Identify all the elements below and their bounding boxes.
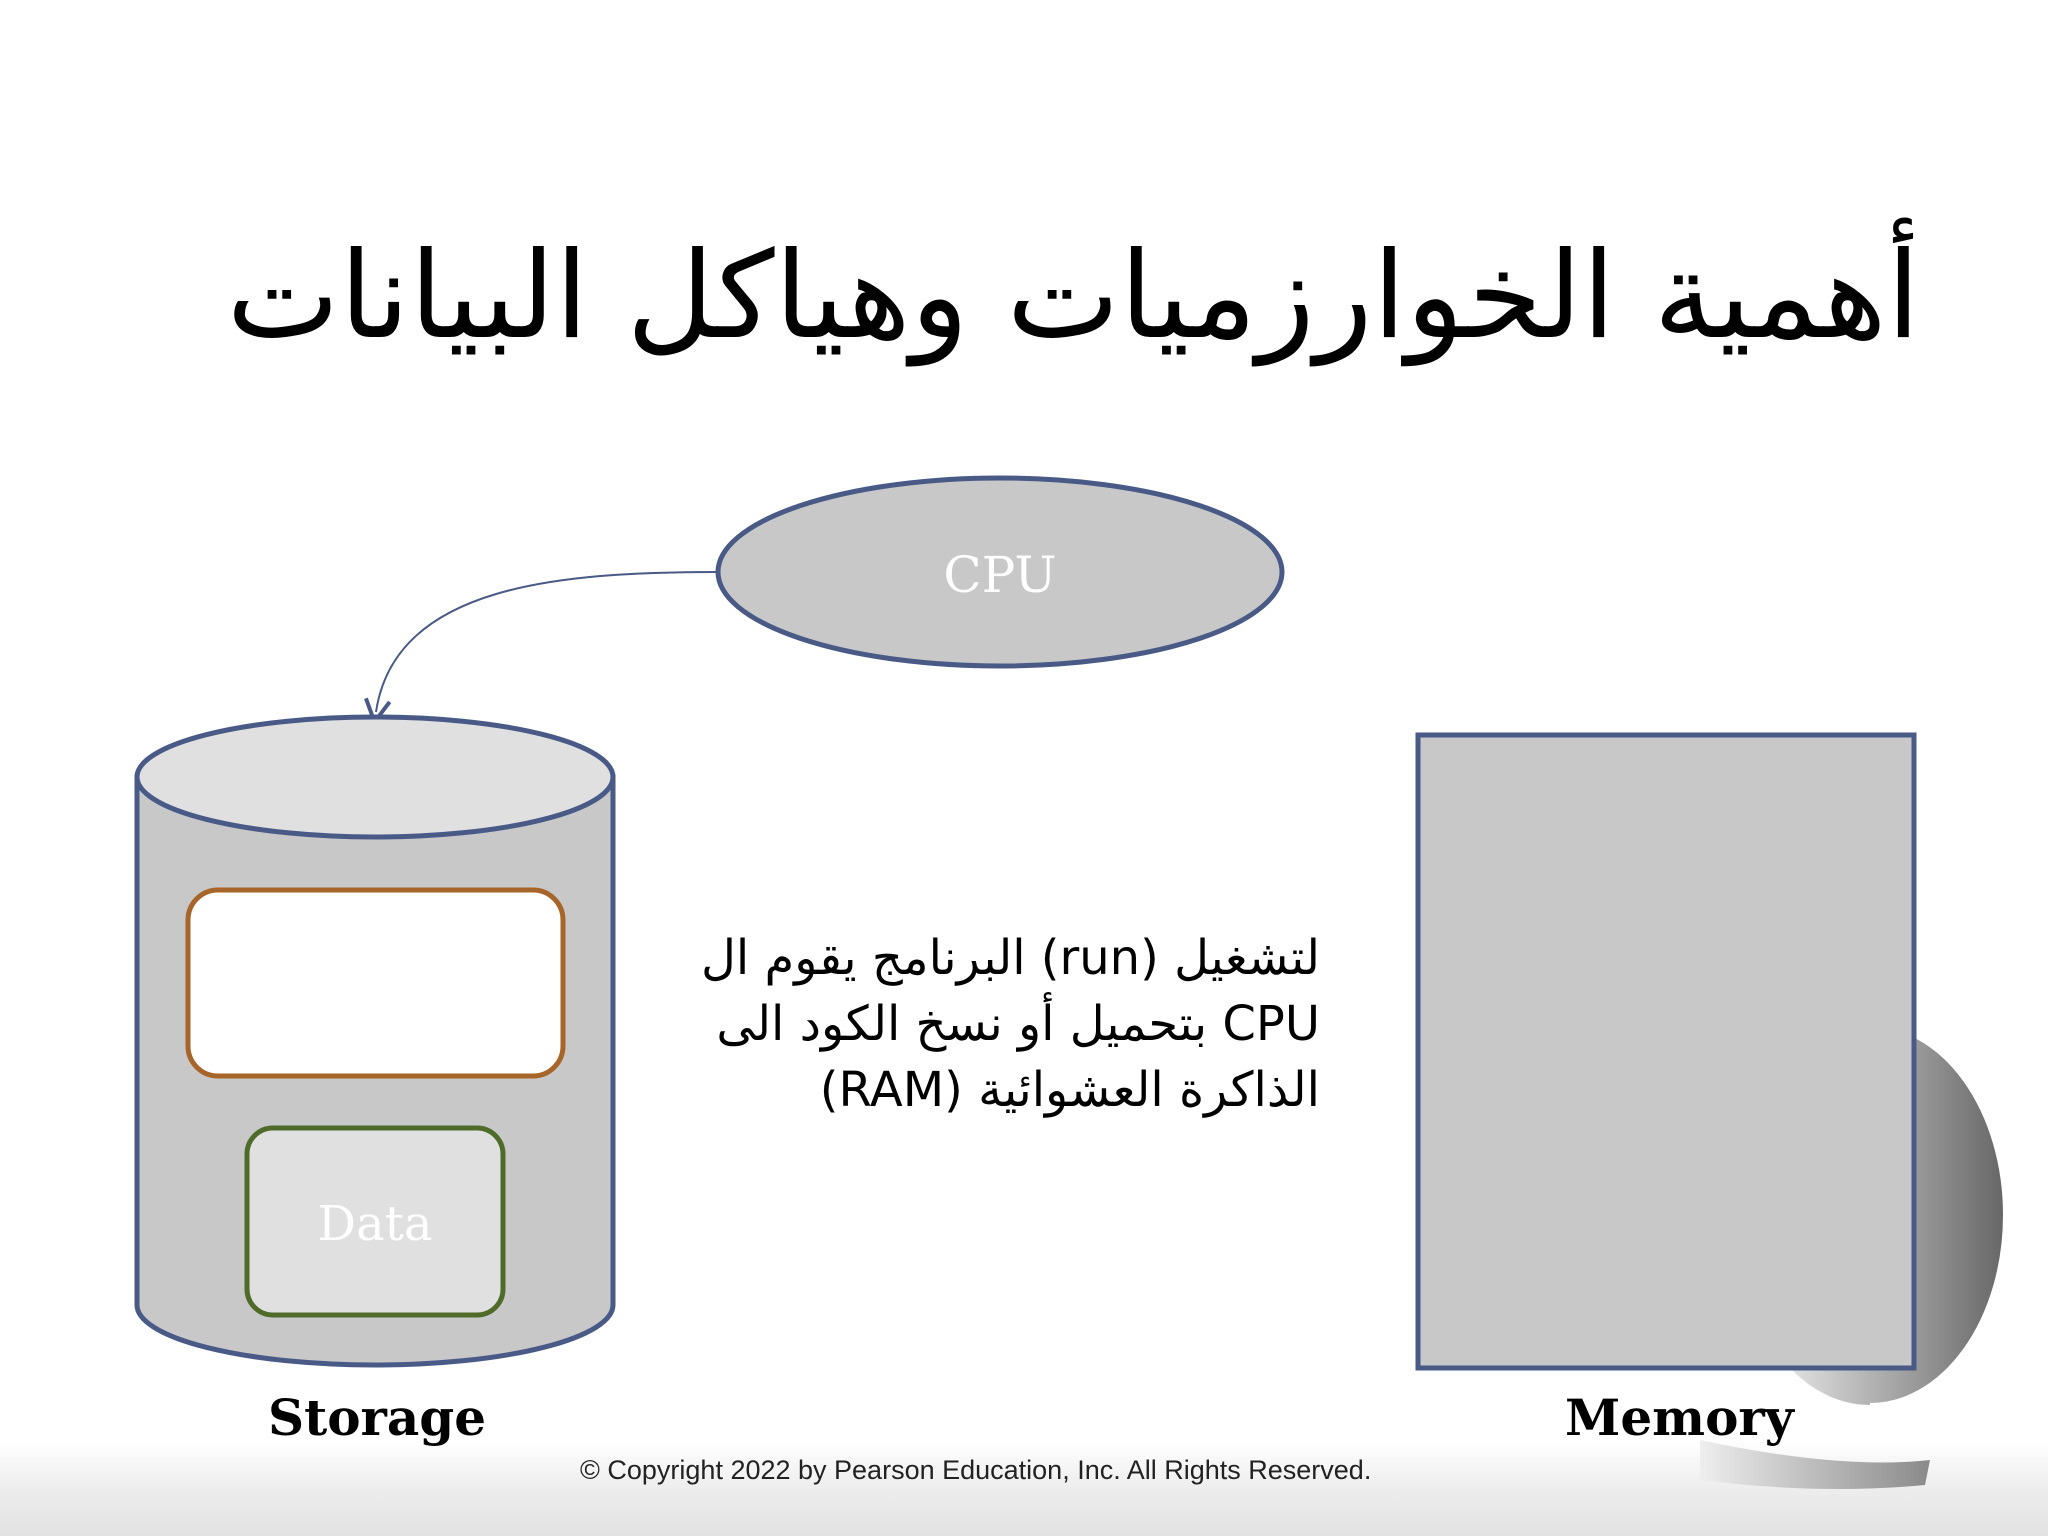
storage-label: Storage [268, 1388, 487, 1447]
copyright-footer: © Copyright 2022 by Pearson Education, I… [580, 1455, 1372, 1485]
body-line: CPU بتحميل أو نسخ الكود الى [716, 996, 1320, 1052]
slide-title: أهمية الخوارزميات وهياكل البيانات [226, 227, 1920, 366]
cpu-label: CPU [943, 546, 1056, 604]
memory-label: Memory [1565, 1388, 1794, 1447]
data-label: Data [317, 1196, 432, 1252]
cpu-node: CPU [715, 475, 1285, 669]
body-line: لتشغيل (run) البرنامج يقوم ال [701, 930, 1320, 986]
program-box [185, 887, 566, 1079]
body-line: الذاكرة العشوائية (RAM) [819, 1062, 1320, 1118]
memory-box [1415, 732, 1917, 1371]
cpu-to-storage-arrow [376, 571, 719, 712]
slide-body-text: لتشغيل (run) البرنامج يقوم ال CPU بتحميل… [690, 925, 1320, 1123]
data-box [244, 1125, 506, 1318]
storage-cylinder: Data [134, 714, 616, 1368]
